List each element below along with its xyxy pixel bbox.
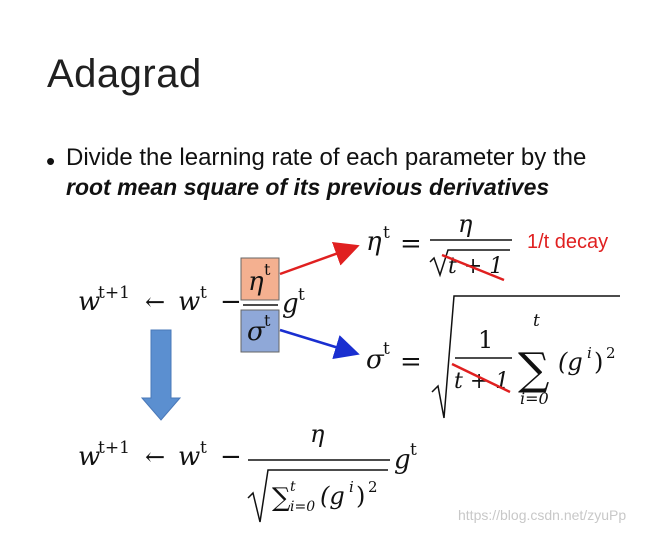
sigma-def-sum-lower: i=0: [520, 389, 549, 408]
sigma-def-term-pow: 2: [606, 344, 616, 362]
final-den-pow: 2: [368, 478, 378, 496]
sigma-box-symbol: σ: [247, 317, 266, 347]
update-g: g: [282, 289, 299, 319]
final-w-sup: t: [200, 438, 207, 458]
update-w: w: [178, 287, 200, 317]
sigma-def-term-sup: i: [587, 344, 592, 362]
sigma-def-strike: [451, 362, 511, 394]
update-lhs-sup: t+1: [98, 283, 130, 303]
sigma-def-term: (g: [558, 348, 583, 376]
final-den-term-sup: i: [349, 478, 354, 496]
final-den-sum: ∑: [272, 483, 291, 513]
eta-box-symbol: η: [248, 267, 264, 297]
bullet-line-1: Divide the learning rate of each paramet…: [66, 144, 587, 171]
bullet-dot: •: [46, 146, 56, 176]
eta-def-sqrt: [429, 249, 510, 278]
red-arrow: [279, 242, 360, 276]
sigma-def-sum-upper: t: [533, 311, 540, 331]
watermark: https://blog.csdn.net/zyuPp: [458, 507, 627, 523]
update-minus: −: [220, 287, 242, 317]
final-minus: −: [220, 442, 242, 472]
bullet-line-2: root mean square of its previous derivat…: [66, 174, 550, 200]
final-w: w: [178, 442, 200, 472]
update-lhs-w: w: [78, 287, 100, 317]
blue-arrow: [279, 328, 360, 360]
final-lhs-w: w: [78, 442, 100, 472]
final-g-sup: t: [410, 440, 417, 460]
eta-box-sup: t: [264, 260, 271, 279]
sigma-def-lhs: σ: [366, 345, 385, 375]
final-eta: η: [310, 420, 325, 448]
sigma-def-denominator: t + 1: [454, 369, 509, 394]
update-w-sup: t: [200, 283, 207, 303]
update-arrow: ←: [145, 288, 165, 316]
final-g: g: [394, 445, 411, 475]
final-den-lower: i=0: [290, 499, 315, 515]
slide-title: Adagrad: [47, 52, 202, 96]
eta-def-equals: =: [400, 229, 422, 259]
eta-def-strike: [441, 253, 505, 282]
down-arrow-icon: [140, 329, 182, 421]
final-lhs-sup: t+1: [98, 438, 130, 458]
eta-def-lhs-sup: t: [383, 223, 390, 243]
update-g-sup: t: [298, 285, 305, 305]
sigma-def-lhs-sup: t: [383, 339, 390, 359]
sigma-box-sup: t: [264, 311, 271, 330]
sigma-def-sum: ∑: [518, 344, 549, 395]
sigma-def-one: 1: [478, 326, 493, 354]
final-den-upper: t: [290, 479, 296, 495]
sigma-def-sqrt: [431, 295, 620, 419]
final-den-term: (g: [320, 482, 345, 510]
eta-box: [240, 257, 280, 301]
eta-def-numerator: η: [458, 210, 473, 238]
sigma-def-equals: =: [400, 347, 422, 377]
sigma-def-term-close: ): [594, 348, 603, 376]
decay-annotation: 1/t decay: [527, 231, 609, 253]
final-arrow: ←: [145, 443, 165, 471]
final-den-close: ): [356, 482, 365, 510]
eta-def-lhs: η: [366, 227, 382, 257]
final-sqrt: [247, 469, 388, 523]
sigma-box: [240, 309, 280, 353]
